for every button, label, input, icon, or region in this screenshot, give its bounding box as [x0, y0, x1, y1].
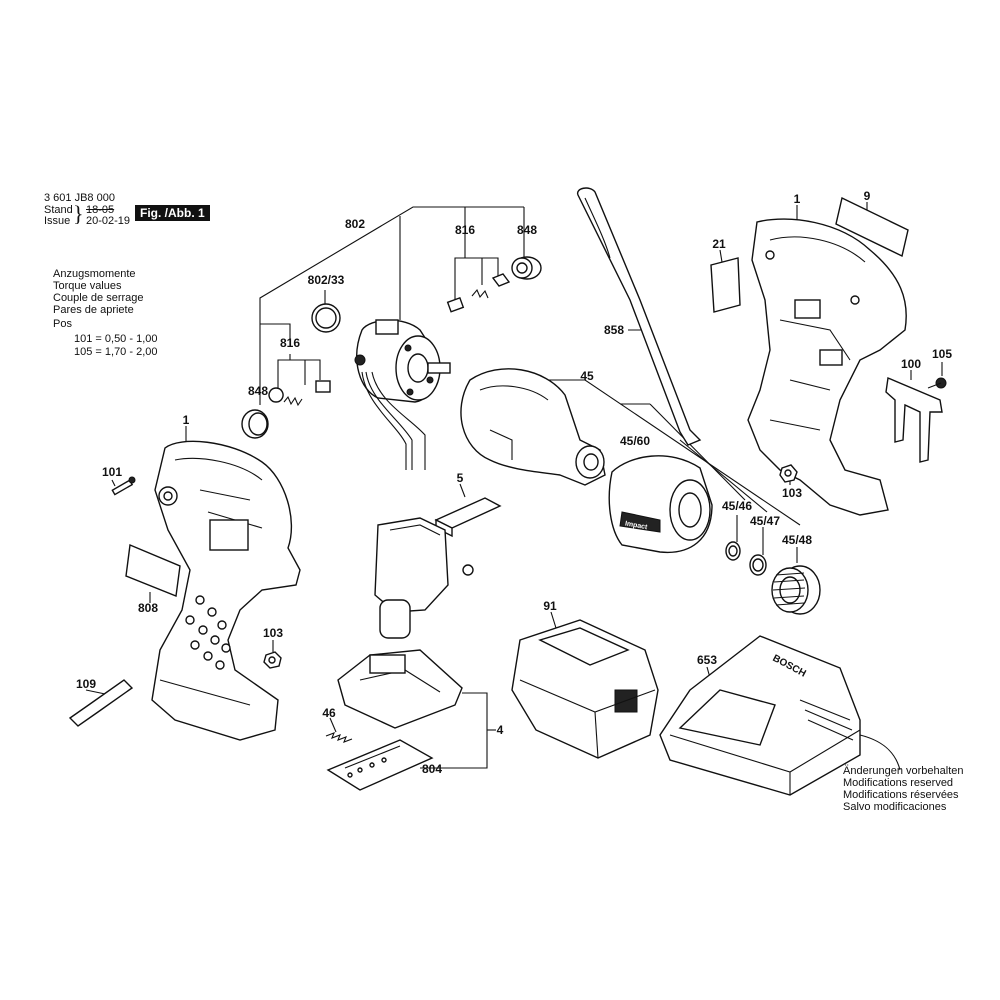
label-4: 4	[497, 723, 504, 737]
part-45-60-nose-cover: Impact	[608, 455, 713, 554]
notice-line-es: Salvo modificaciones	[843, 801, 947, 813]
label-101: 101	[102, 465, 122, 479]
figure-label: Fig. /Abb. 1	[135, 205, 210, 221]
torque-row-101: 101 = 0,50 - 1,00	[74, 333, 158, 345]
torque-line-es: Pares de apriete	[53, 304, 134, 316]
part-802-33-oring	[311, 303, 341, 333]
part-46-spring	[325, 732, 353, 743]
part-848-bearing-top	[511, 256, 542, 280]
label-45-60: 45/60	[620, 434, 650, 448]
label-9: 9	[864, 189, 871, 203]
grip-dots	[185, 595, 231, 670]
notice-line-fr: Modifications réservées	[843, 789, 959, 801]
part-105-screw	[927, 377, 947, 389]
part-45-48-sleeve	[771, 565, 821, 615]
torque-row-105: 105 = 1,70 - 2,00	[74, 346, 158, 358]
part-91-battery	[511, 619, 659, 759]
notice-line-de: Änderungen vorbehalten	[843, 765, 964, 777]
part-45-gear-housing	[460, 368, 606, 486]
part-4-base	[337, 649, 463, 729]
label-808: 808	[138, 601, 158, 615]
nose-cover-text: Impact	[624, 520, 648, 531]
label-848-left: 848	[248, 384, 268, 398]
label-816-left: 816	[280, 336, 300, 350]
part-21-nameplate	[710, 257, 741, 313]
part-9-label	[835, 196, 909, 258]
part-103-nut-right	[779, 464, 798, 483]
part-653-charger: BOSCH	[659, 635, 901, 796]
notice-line-en: Modifications reserved	[843, 777, 954, 789]
part-switch	[374, 517, 474, 639]
part-816-brushes-top	[446, 273, 511, 313]
label-45-47: 45/47	[750, 514, 780, 528]
torque-pos-label: Pos	[53, 318, 72, 330]
part-804-cover	[326, 739, 434, 791]
label-1-right: 1	[794, 192, 801, 206]
stand-date: 18-05	[86, 204, 115, 216]
label-103-right: 103	[782, 486, 802, 500]
label-5: 5	[457, 471, 464, 485]
part-109-bit	[68, 679, 134, 727]
part-103-nut-left	[263, 651, 282, 669]
label-100: 100	[901, 357, 921, 371]
label-804: 804	[422, 762, 442, 776]
torque-line-de: Anzugsmomente	[53, 268, 136, 280]
label-45-46: 45/46	[722, 499, 752, 513]
part-100-belt-clip	[885, 377, 943, 463]
torque-line-fr: Couple de serrage	[53, 292, 144, 304]
label-21: 21	[712, 237, 726, 251]
part-45-46-ring	[725, 541, 741, 561]
torque-line-en: Torque values	[53, 280, 122, 292]
part-1-housing-left	[151, 440, 301, 741]
part-858-strap	[576, 187, 702, 446]
label-91: 91	[543, 599, 557, 613]
part-808-label	[125, 543, 181, 597]
doc-number: 3 601 JB8 000	[44, 192, 115, 204]
issue-label: Issue	[44, 215, 71, 227]
label-858: 858	[604, 323, 624, 337]
label-105: 105	[932, 347, 952, 361]
label-653: 653	[697, 653, 717, 667]
stand-label: Stand	[44, 204, 73, 216]
label-45: 45	[580, 369, 594, 383]
issue-date: 20-02-19	[86, 215, 131, 227]
label-45-48: 45/48	[782, 533, 812, 547]
label-848-top: 848	[517, 223, 537, 237]
label-46: 46	[322, 706, 336, 720]
part-802-motor	[354, 319, 451, 470]
part-848-bearing-left	[241, 409, 269, 439]
part-1-housing-right	[747, 218, 907, 516]
header-brace: }	[73, 201, 84, 226]
label-802-33: 802/33	[308, 273, 345, 287]
label-1-left: 1	[183, 413, 190, 427]
label-802: 802	[345, 217, 365, 231]
part-816-brushes-left	[268, 380, 331, 407]
label-816-top: 816	[455, 223, 475, 237]
label-103-left: 103	[263, 626, 283, 640]
part-45-47-ring	[749, 554, 767, 576]
label-109: 109	[76, 677, 96, 691]
part-101-screw	[111, 476, 136, 496]
part-labels: 802 816 848 802/33 816 848 1 101 808 103…	[76, 189, 952, 776]
